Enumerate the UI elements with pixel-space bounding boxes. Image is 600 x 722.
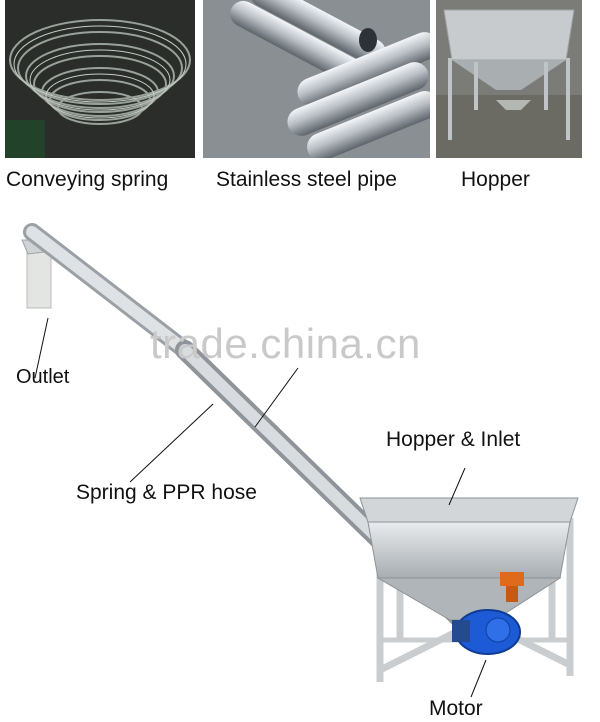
photo-stainless-steel-pipe — [203, 0, 430, 158]
leader-lines — [34, 317, 487, 698]
screw-conveyor-diagram — [21, 223, 579, 698]
caption-stainless-steel-pipe: Stainless steel pipe — [216, 168, 397, 191]
hopper-body — [359, 497, 579, 621]
photo-conveying-spring — [5, 0, 195, 158]
label-motor: Motor — [429, 697, 483, 720]
caption-conveying-spring: Conveying spring — [6, 168, 169, 191]
watermark: trade.china.cn — [150, 320, 421, 367]
conveyor-tube-upper — [23, 223, 194, 359]
photo-hopper — [436, 0, 582, 158]
label-hopper-inlet: Hopper & Inlet — [386, 428, 521, 451]
label-spring-ppr-hose: Spring & PPR hose — [76, 481, 257, 504]
motor — [452, 609, 521, 655]
orange-valve — [500, 572, 524, 602]
label-outlet: Outlet — [16, 366, 70, 388]
caption-hopper: Hopper — [461, 168, 530, 191]
